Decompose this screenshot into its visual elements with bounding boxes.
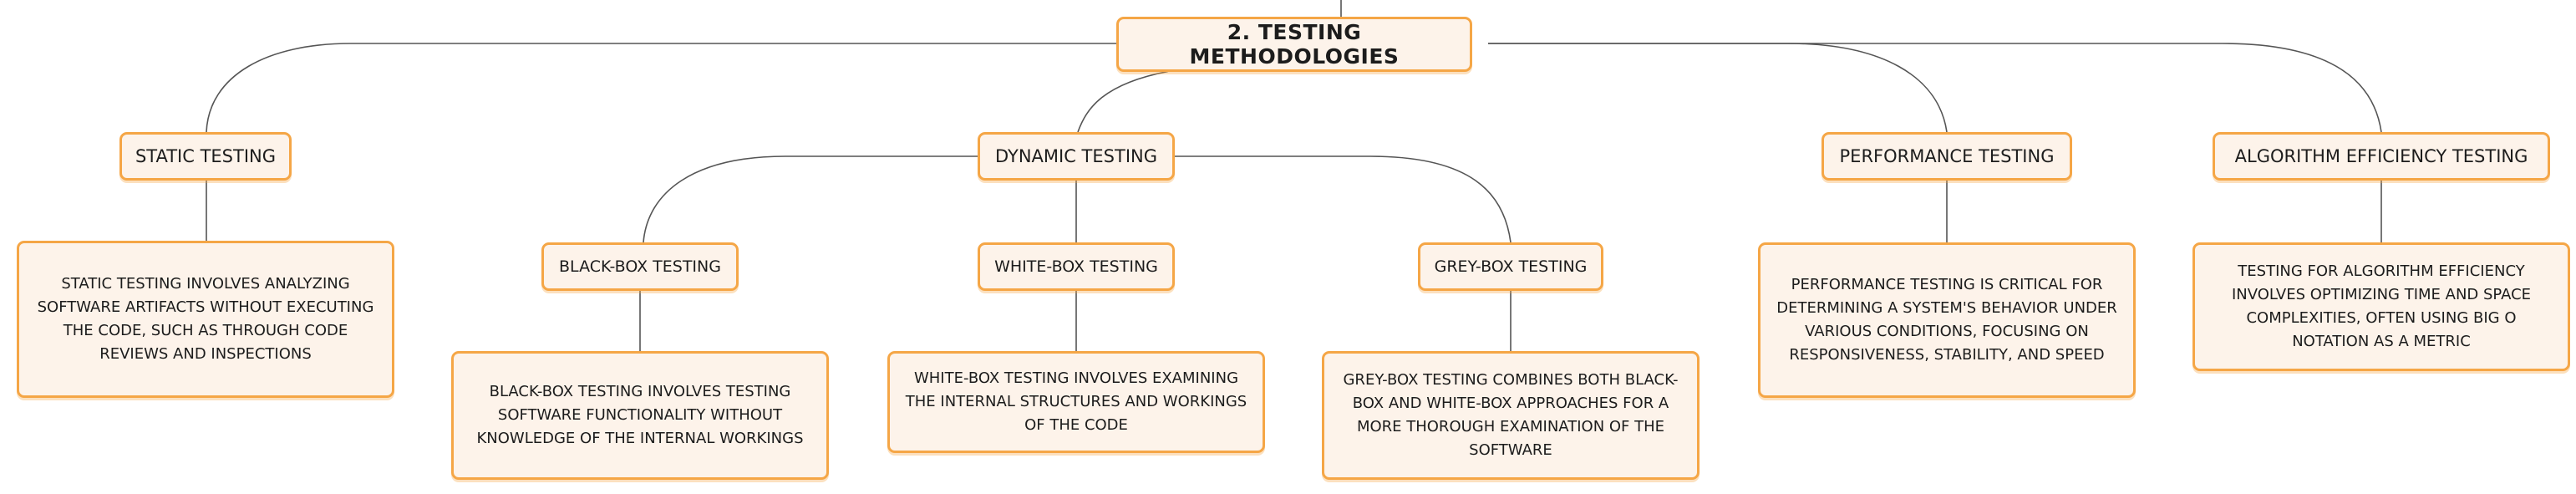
topic-algorithm-efficiency-testing[interactable]: ALGORITHM EFFICIENCY TESTING xyxy=(2213,132,2550,181)
topic-static-testing[interactable]: STATIC TESTING xyxy=(119,132,292,181)
description-static-testing[interactable]: STATIC TESTING INVOLVES ANALYZING SOFTWA… xyxy=(17,241,394,398)
topic-label: DYNAMIC TESTING xyxy=(994,146,1157,166)
description-text: WHITE-BOX TESTING INVOLVES EXAMINING THE… xyxy=(905,369,1247,434)
description-white-box-testing[interactable]: WHITE-BOX TESTING INVOLVES EXAMINING THE… xyxy=(887,351,1265,453)
connector-root-performance xyxy=(1488,43,1948,133)
description-text: GREY-BOX TESTING COMBINES BOTH BLACK-BOX… xyxy=(1343,371,1679,459)
connector-dynamic-blackbox xyxy=(643,155,978,243)
topic-dynamic-testing[interactable]: DYNAMIC TESTING xyxy=(978,132,1175,181)
description-text: BLACK-BOX TESTING INVOLVES TESTING SOFTW… xyxy=(476,383,804,447)
subtopic-label: GREY-BOX TESTING xyxy=(1434,257,1588,276)
subtopic-black-box-testing[interactable]: BLACK-BOX TESTING xyxy=(541,242,739,291)
subtopic-grey-box-testing[interactable]: GREY-BOX TESTING xyxy=(1418,242,1603,291)
description-grey-box-testing[interactable]: GREY-BOX TESTING COMBINES BOTH BLACK-BOX… xyxy=(1322,351,1700,480)
topic-label: ALGORITHM EFFICIENCY TESTING xyxy=(2234,146,2528,166)
description-black-box-testing[interactable]: BLACK-BOX TESTING INVOLVES TESTING SOFTW… xyxy=(451,351,829,480)
subtopic-label: BLACK-BOX TESTING xyxy=(559,257,721,276)
description-performance-testing[interactable]: PERFORMANCE TESTING IS CRITICAL FOR DETE… xyxy=(1758,242,2136,398)
description-text: PERFORMANCE TESTING IS CRITICAL FOR DETE… xyxy=(1776,276,2117,364)
root-label: 2. TESTING METHODOLOGIES xyxy=(1189,20,1400,69)
description-text: TESTING FOR ALGORITHM EFFICIENCY INVOLVE… xyxy=(2231,262,2532,350)
connector-dynamic-greybox xyxy=(1175,155,1512,243)
description-algorithm-efficiency-testing[interactable]: TESTING FOR ALGORITHM EFFICIENCY INVOLVE… xyxy=(2192,242,2570,371)
topic-label: STATIC TESTING xyxy=(135,146,277,166)
subtopic-white-box-testing[interactable]: WHITE-BOX TESTING xyxy=(978,242,1175,291)
connector-root-dynamic xyxy=(1077,70,1171,133)
connector-root-static xyxy=(206,43,1130,133)
root-node[interactable]: 2. TESTING METHODOLOGIES xyxy=(1116,17,1472,72)
topic-performance-testing[interactable]: PERFORMANCE TESTING xyxy=(1821,132,2072,181)
connector-root-algorithm xyxy=(1488,43,2382,133)
topic-label: PERFORMANCE TESTING xyxy=(1839,146,2055,166)
description-text: STATIC TESTING INVOLVES ANALYZING SOFTWA… xyxy=(37,275,374,363)
subtopic-label: WHITE-BOX TESTING xyxy=(994,257,1158,276)
